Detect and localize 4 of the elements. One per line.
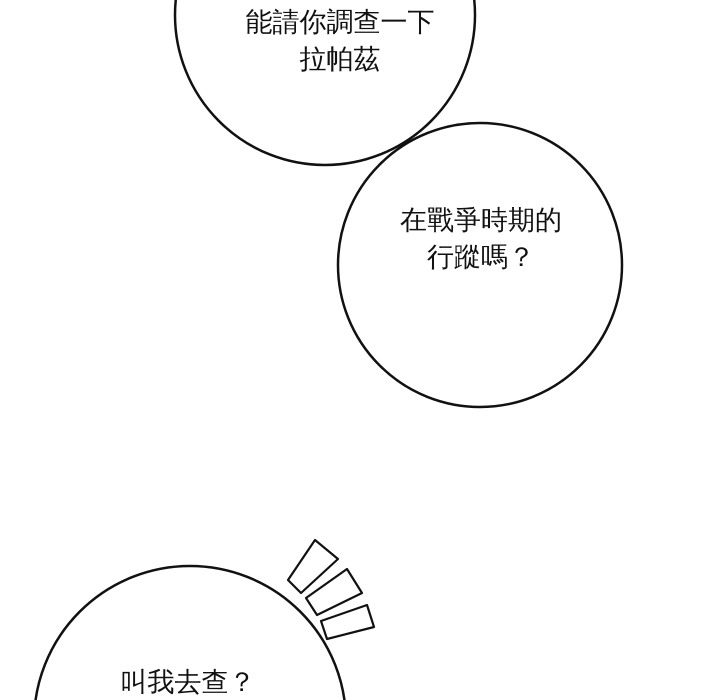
speech-text: 在戰爭時期的行蹤嗎？ xyxy=(398,204,563,275)
speech-text: 叫我去查？ xyxy=(119,666,256,700)
speech-bubble xyxy=(338,123,622,407)
speech-text: 能請你調查一下拉帕茲 xyxy=(244,6,436,77)
